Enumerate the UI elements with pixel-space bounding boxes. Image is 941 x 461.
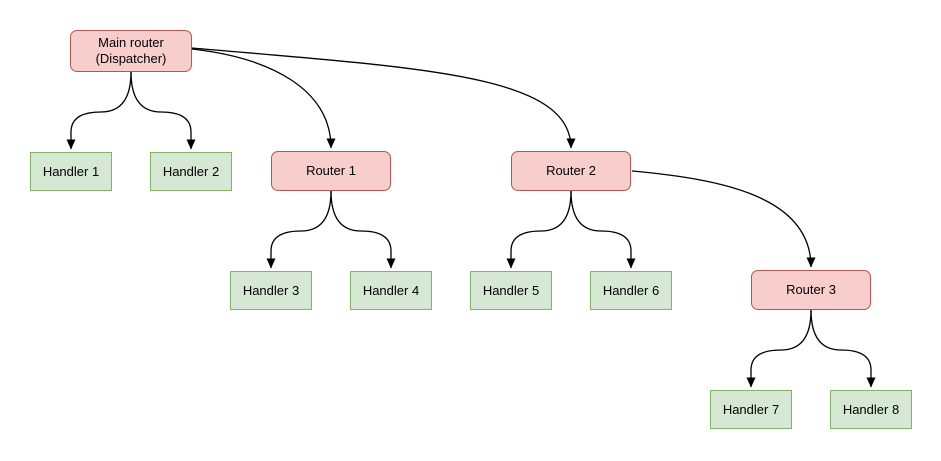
node-label: Handler 8 — [842, 401, 900, 417]
node-handler-3: Handler 3 — [230, 271, 312, 310]
node-label: Handler 6 — [602, 282, 660, 298]
node-handler-1: Handler 1 — [30, 152, 112, 191]
node-handler-5: Handler 5 — [470, 271, 552, 310]
node-router-2: Router 2 — [511, 151, 631, 191]
edge-router3-to-handler7 — [746, 309, 812, 388]
edge-router1-to-handler4 — [330, 190, 396, 269]
node-label: Handler 5 — [482, 282, 540, 298]
node-label: Handler 7 — [722, 401, 780, 417]
node-label: Router 2 — [546, 163, 596, 178]
edge-router2-to-router3 — [631, 170, 816, 268]
node-handler-4: Handler 4 — [350, 271, 432, 310]
edge-main-to-router2 — [191, 47, 576, 149]
node-handler-6: Handler 6 — [590, 271, 672, 310]
edge-main-to-handler2 — [130, 71, 196, 150]
node-label: Main router (Dispatcher) — [95, 35, 167, 66]
node-router-3: Router 3 — [751, 270, 871, 310]
node-label: Handler 4 — [362, 282, 420, 298]
node-label: Handler 1 — [42, 163, 100, 179]
node-label: Handler 3 — [242, 282, 300, 298]
node-main-router-dispatcher: Main router (Dispatcher) — [70, 30, 192, 72]
node-handler-8: Handler 8 — [830, 390, 912, 429]
node-handler-2: Handler 2 — [150, 152, 232, 191]
node-router-1: Router 1 — [271, 151, 391, 191]
node-handler-7: Handler 7 — [710, 390, 792, 429]
node-label: Router 3 — [786, 282, 836, 297]
edge-router3-to-handler8 — [810, 309, 876, 388]
edge-router2-to-handler6 — [570, 190, 636, 269]
edge-main-to-handler1 — [66, 71, 132, 150]
edge-main-to-router1 — [191, 48, 336, 149]
edge-router2-to-handler5 — [506, 190, 572, 269]
node-label: Router 1 — [306, 163, 356, 178]
node-label: Handler 2 — [162, 163, 220, 179]
edge-router1-to-handler3 — [266, 190, 332, 269]
